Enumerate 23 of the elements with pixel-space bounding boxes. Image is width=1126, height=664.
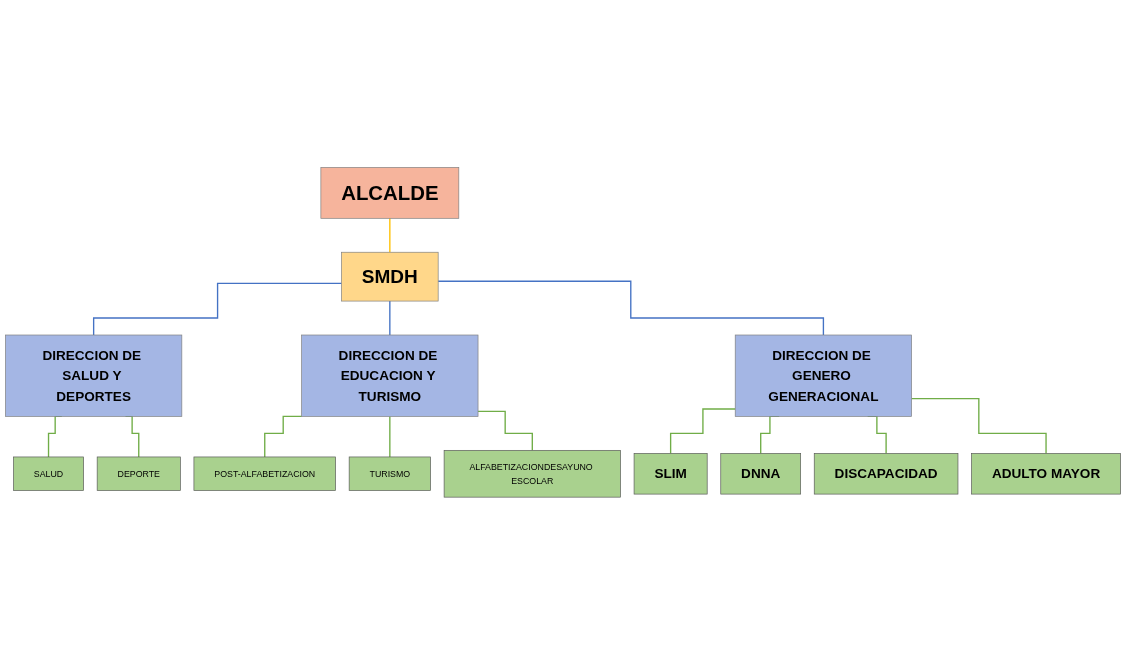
node-box: ADULTO MAYOR [971,452,1121,495]
connector [910,397,1047,454]
node-box: SLIM [633,452,708,495]
node-box: ALFABETIZACIONDESAYUNO ESCOLAR [443,449,621,498]
connector [389,300,391,336]
node-box: ALCALDE [320,166,460,219]
connector [669,408,736,454]
node-box: DNNA [720,452,801,495]
node-box: TURISMO [348,456,431,491]
connector [437,280,825,336]
connector [264,415,303,458]
node-box: POST-ALFABETIZACION [193,456,336,491]
connector [389,415,391,458]
node-box: SALUD [13,456,84,491]
node-box: DIRECCION DE SALUD Y DEPORTES [5,334,183,417]
node-box: DIRECCION DE GENERO GENERACIONAL [734,334,912,417]
connector [389,217,391,253]
connector [477,410,533,451]
node-box: DEPORTE [96,456,181,491]
node-box: DIRECCION DE EDUCACION Y TURISMO [301,334,479,417]
node-box: DISCAPACIDAD [813,452,959,495]
node-box: SMDH [341,251,439,302]
connector [92,282,343,336]
